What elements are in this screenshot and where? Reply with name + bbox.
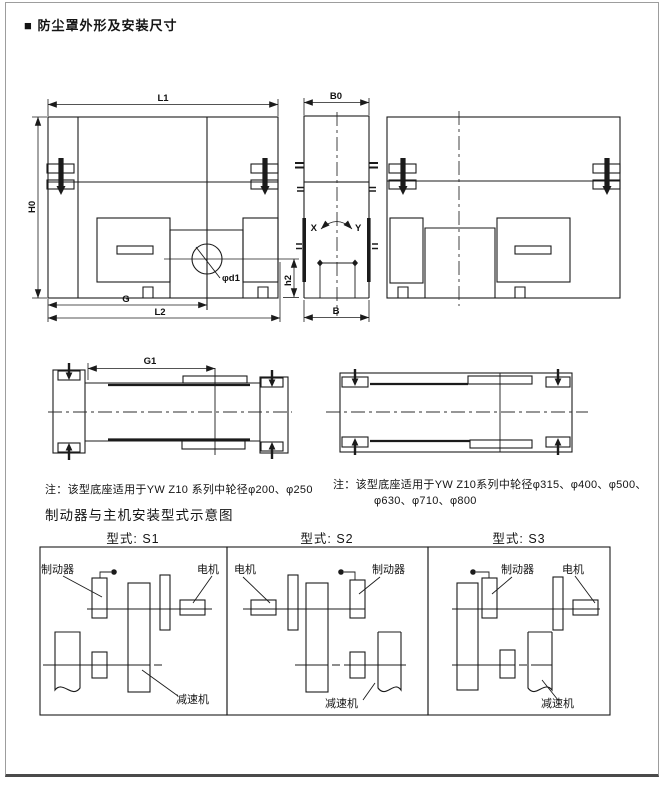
dim-X: X: [311, 223, 318, 234]
dim-B: B: [333, 306, 340, 317]
base-plan-view-large: [326, 367, 588, 457]
s2-brake-label: 制动器: [372, 564, 405, 576]
s1-brake-label: 制动器: [41, 564, 74, 576]
type-s3-title: 型式: S3: [492, 532, 546, 546]
s1-reducer-label: 减速机: [176, 694, 209, 706]
note-large-series-line2: φ630、φ710、φ800: [374, 495, 477, 507]
s3-brake-label: 制动器: [501, 564, 534, 576]
type-s2-diagram: [226, 546, 429, 716]
s3-reducer-label: 减速机: [541, 698, 574, 710]
front-view-mirrored: [386, 111, 621, 306]
s2-motor-label: 电机: [234, 564, 256, 576]
dim-h2: h2: [283, 275, 294, 286]
s2-reducer-label: 减速机: [325, 698, 358, 710]
dim-L1: L1: [157, 93, 169, 104]
installation-section-heading: 制动器与主机安装型式示意图: [45, 508, 234, 523]
note-small-series: 注：该型底座适用于YW Z10 系列中轮径φ200、φ250: [45, 484, 313, 496]
dim-G1: G1: [144, 356, 157, 367]
base-plan-view-small: G1: [48, 356, 292, 462]
type-s3-diagram: [427, 546, 611, 716]
dim-L2: L2: [154, 307, 165, 318]
s1-motor-label: 电机: [197, 564, 219, 576]
s3-motor-label: 电机: [562, 564, 584, 576]
note-large-series-line1: 注：该型底座适用于YW Z10系列中轮径φ315、φ400、φ500、: [333, 479, 647, 491]
page-border: [5, 2, 659, 777]
dim-H0: H0: [27, 201, 38, 213]
page-title: ■ 防尘罩外形及安装尺寸: [24, 18, 178, 33]
type-s1-title: 型式: S1: [106, 532, 160, 546]
front-view-side-section: X Y B0 B: [295, 91, 378, 322]
dim-G: G: [122, 294, 129, 305]
dim-B0: B0: [330, 91, 342, 102]
type-s2-title: 型式: S2: [300, 532, 354, 546]
dim-Y: Y: [355, 223, 362, 234]
front-view-main: L1 H0 G L2 h2 φd1: [27, 93, 299, 322]
dim-phi-d1: φd1: [222, 273, 241, 284]
